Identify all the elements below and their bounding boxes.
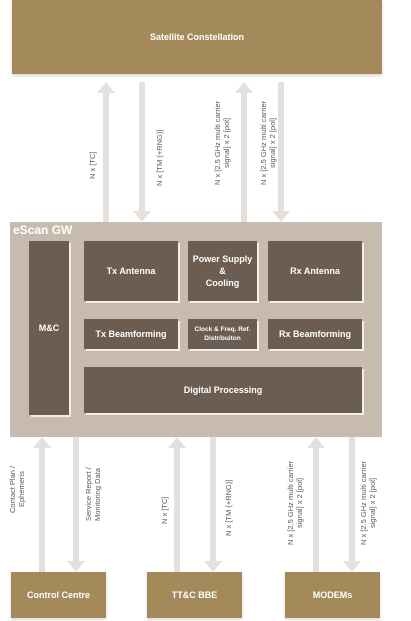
arrow-tc-up [97,82,115,222]
arrow-contact-plan-up [33,437,51,572]
bottom-arrows [33,437,361,572]
modems-box: MODEMs [285,572,380,618]
clock-ref-block: Clock & Freq. Ref. Distribuiton [188,319,257,349]
top-label-carrier2: N x [2.5 GHz multi carrier signal] x 2 [… [259,100,277,186]
gateway-title: eScan GW [13,223,73,237]
arrow-service-report-down [67,437,85,572]
modems-label: MODEMs [312,590,353,600]
control-centre-label: Control Centre [27,590,90,600]
mc-label: M&C [38,323,60,333]
bottom-label-carrier1: N x [2.5 GHz multi carrier signal] x 2 [… [286,460,304,546]
ttc-bbe-label: TT&C BBE [171,590,218,600]
ttc-bbe-box: TT&C BBE [147,572,242,618]
bottom-label-tm: N x [TM (+RNG)] [224,479,233,537]
arrow-ttc-tc-up [168,437,186,572]
mc-block: M&C [29,241,69,415]
power-supply-block: Power Supply & Cooling [188,241,257,301]
top-label-carrier1: N x [2.5 GHz multi carrier signal] x 2 [… [213,100,231,186]
bottom-label-carrier2: N x [2.5 GHz multi carrier signal] x 2 [… [359,460,377,546]
clock-ref-label: Clock & Freq. Ref. Distribuiton [194,326,251,342]
arrow-tm-down [133,82,151,222]
top-label-tc: N x [TC] [88,151,97,179]
bottom-label-contact-plan: Contact Plan / Ephemeris [8,465,26,513]
rx-antenna-block: Rx Antenna [268,241,362,301]
rx-antenna-label: Rx Antenna [290,266,340,276]
rx-beamforming-block: Rx Beamforming [268,319,362,349]
arrow-ttc-tm-down [204,437,222,572]
tx-antenna-block: Tx Antenna [84,241,178,301]
arrow-carrier1-up [235,82,253,222]
digital-processing-block: Digital Processing [84,367,362,413]
control-centre-box: Control Centre [11,572,106,618]
top-label-tm: N x [TM (+RNG)] [155,129,164,187]
satellite-constellation-label: Satellite Constellation [149,32,245,42]
tx-beamforming-block: Tx Beamforming [84,319,178,349]
satellite-constellation-box: Satellite Constellation [12,0,382,74]
bottom-label-service-report: Service Report / Monitoring Data [84,467,102,522]
top-arrows [97,82,290,222]
tx-antenna-label: Tx Antenna [106,266,156,276]
arrow-modem-carrier2-down [343,437,361,572]
tx-beamforming-label: Tx Beamforming [95,329,167,339]
bottom-label-tc: N x [TC] [160,496,169,524]
rx-beamforming-label: Rx Beamforming [278,329,351,339]
power-supply-label: Power Supply & Cooling [192,254,253,288]
arrow-modem-carrier1-up [307,437,325,572]
arrow-carrier2-down [272,82,290,222]
digital-processing-label: Digital Processing [183,385,263,395]
